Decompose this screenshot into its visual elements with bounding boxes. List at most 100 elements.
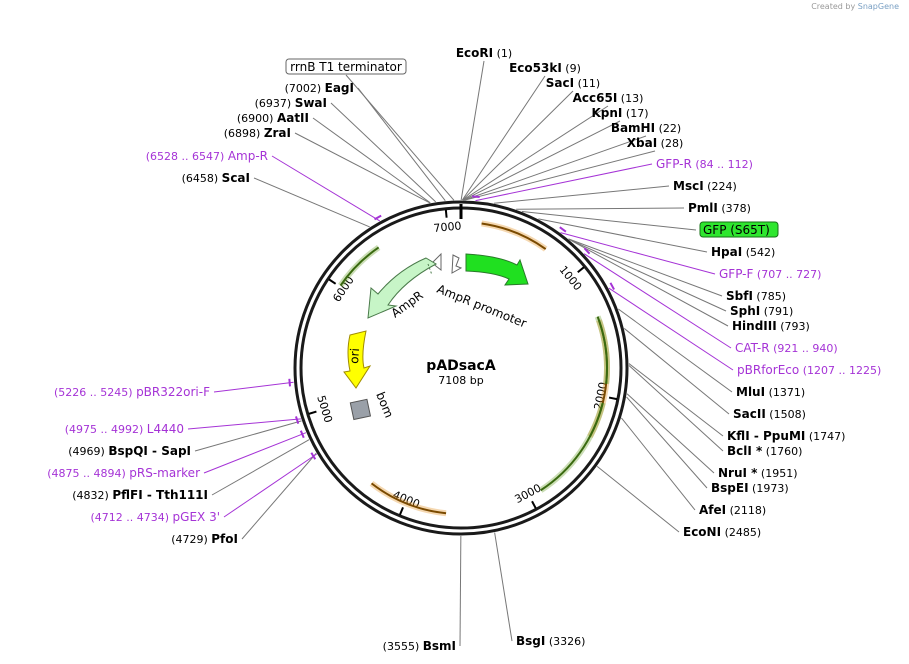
site-name: NruI * [718, 466, 758, 480]
gfp-feature-text: GFP (S65T) [703, 223, 770, 237]
site-name: SacI [546, 76, 574, 90]
site-label-amp-r: (6528 .. 6547) Amp-R [146, 149, 268, 163]
leader-hpai [538, 218, 708, 253]
primer-mark-l4440 [295, 416, 300, 424]
site-name: KpnI [592, 106, 623, 120]
site-position: (4969) [68, 445, 105, 458]
site-position: (4712 .. 4734) [90, 511, 169, 524]
leader-gfp-f [560, 232, 716, 275]
leader-kpni [463, 120, 621, 201]
site-label-eco53ki: Eco53kI (9) [509, 61, 581, 75]
site-name: BspEI [711, 481, 749, 495]
site-position: (13) [621, 92, 644, 105]
snapgene-brand: SnapGene [857, 2, 899, 11]
site-position: (2485) [725, 526, 762, 539]
site-label-ecori: EcoRI (1) [456, 46, 512, 60]
leader-hindiii [569, 239, 729, 327]
primer-mark-prs-marker [299, 430, 305, 439]
site-name: EcoNI [683, 525, 721, 539]
site-name: MluI [736, 385, 765, 399]
site-name: HindIII [732, 319, 777, 333]
leader-econi [596, 466, 680, 533]
site-name: pBRforEco [737, 363, 799, 377]
feature-glow-3 [539, 402, 606, 493]
site-name: EagI [325, 81, 354, 95]
ampr-promoter-feature [431, 252, 463, 274]
site-position: (1951) [761, 467, 798, 480]
site-label-sphi: SphI (791) [730, 304, 793, 318]
leader-cat-r [583, 253, 732, 349]
site-label-cat-r: CAT-R (921 .. 940) [735, 341, 838, 355]
leader-aatii [312, 117, 431, 204]
feature-arc-2 [596, 316, 608, 384]
site-position: (1371) [769, 386, 806, 399]
site-label-saci: SacI (11) [546, 76, 600, 90]
site-name-2: Tth111I [156, 488, 208, 502]
gfp-feature-badge [699, 221, 779, 238]
tick-label-5000: 5000 [314, 394, 335, 425]
site-name: L4440 [147, 422, 184, 436]
snapgene-credit: Created by SnapGene [811, 2, 899, 11]
leader-l4440 [187, 418, 301, 430]
leader-xbai [465, 150, 656, 201]
site-name: pRS-marker [129, 466, 200, 480]
site-dash: - [143, 488, 156, 502]
site-position: (6900) [237, 112, 274, 125]
ampr-arrow-tail [427, 263, 433, 276]
site-label-bspqi: (4969) BspQI - SapI [68, 444, 191, 458]
leader-bsgi [494, 532, 513, 642]
site-position: (4975 .. 4992) [65, 423, 144, 436]
site-position: (791) [764, 305, 794, 318]
site-label-bsmi: (3555) BsmI [383, 639, 456, 653]
site-position: (9) [565, 62, 581, 75]
ori-arrow [343, 330, 372, 389]
site-position: (1973) [752, 482, 789, 495]
site-name: pGEX 3' [173, 510, 220, 524]
leader-gfp-r [475, 163, 653, 202]
site-position: (378) [721, 202, 751, 215]
site-name: ZraI [264, 126, 291, 140]
leader-nrui [626, 393, 715, 474]
backbone-outer-strand [293, 200, 629, 536]
site-position: (17) [626, 107, 649, 120]
credit-prefix: Created by [811, 2, 856, 11]
leader-bcli [628, 365, 724, 452]
site-position: (5226 .. 5245) [54, 386, 133, 399]
feature-arc-5 [339, 246, 380, 287]
site-name: XbaI [627, 136, 657, 150]
site-label-bcli: BclI * (1760) [727, 444, 802, 458]
site-position: (22) [659, 122, 682, 135]
site-label-sacii: SacII (1508) [733, 407, 806, 421]
tick-label-1000: 1000 [557, 263, 585, 293]
site-label-nrui: NruI * (1951) [718, 466, 798, 480]
site-position: (6458) [182, 172, 219, 185]
site-position: (707 .. 727) [757, 268, 822, 281]
site-position: (2118) [730, 504, 767, 517]
plasmid-name: pADsacA [426, 358, 496, 374]
site-label-xbai: XbaI (28) [627, 136, 684, 150]
site-label-pfoi: (4729) PfoI [171, 532, 238, 546]
site-name: CAT-R [735, 341, 770, 355]
site-label-gfp-s65t: GFP (S65T) [703, 223, 770, 237]
site-position: (4832) [72, 489, 109, 502]
site-label-bsgi: BsgI (3326) [516, 634, 585, 648]
leader-eco53ki [461, 75, 546, 201]
site-label-prs-marker: (4875 .. 4894) pRS-marker [47, 466, 200, 480]
site-label-bamhi: BamHI (22) [611, 121, 681, 135]
site-name: PflFI [112, 488, 142, 502]
leader-ecori [460, 60, 485, 201]
leader-eagi [357, 87, 446, 202]
tick-mark-1000 [577, 266, 585, 274]
tick-mark-3000 [531, 500, 537, 509]
site-label-hindiii: HindIII (793) [732, 319, 810, 333]
leader-prs-marker [203, 432, 307, 474]
site-name: HpaI [711, 245, 742, 259]
tick-label-3000: 3000 [513, 481, 544, 506]
ori-label: ori [347, 348, 362, 365]
site-position: (28) [661, 137, 684, 150]
feature-arc-0 [481, 222, 547, 250]
site-dash: - [750, 429, 763, 443]
leader-bamhi [464, 135, 647, 201]
site-name: SacII [733, 407, 766, 421]
